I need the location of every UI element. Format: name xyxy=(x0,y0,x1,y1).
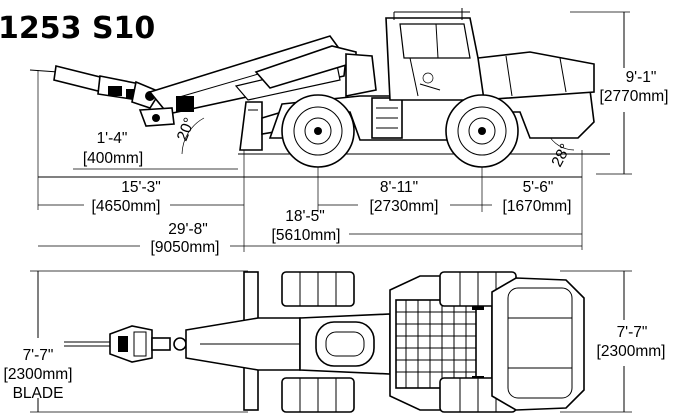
top-view: 7'-7" [2300mm] BLADE 7'-7" [2300mm] xyxy=(4,270,666,413)
boom-reach-ft: 1'-4" xyxy=(97,130,128,147)
machine-width-ft: 7'-7" xyxy=(617,324,648,341)
height-ft: 9'-1" xyxy=(626,69,657,86)
top-body xyxy=(389,275,493,411)
rear-overhang-ft: 5'-6" xyxy=(523,179,554,196)
machine-length-ft: 18'-5" xyxy=(285,208,324,225)
top-breaker-attachment xyxy=(64,325,187,363)
front-angle-arc xyxy=(181,117,205,155)
top-front-wheels xyxy=(281,271,355,413)
top-boom xyxy=(185,313,391,375)
machine-length-mm: [5610mm] xyxy=(272,227,341,244)
blade-width-mm: [2300mm] xyxy=(4,366,73,383)
wheelbase-ft: 8'-11" xyxy=(380,179,418,196)
side-front-wheel xyxy=(281,94,355,168)
blade-width-label: BLADE xyxy=(13,385,64,402)
rear-overhang-mm: [1670mm] xyxy=(503,198,572,215)
front-overhang-mm: [4650mm] xyxy=(92,198,161,215)
overall-length-ft: 29'-8" xyxy=(168,221,207,238)
side-breaker-attachment xyxy=(29,65,162,109)
blade-width-ft: 7'-7" xyxy=(23,347,54,364)
front-overhang-ft: 15'-3" xyxy=(121,179,160,196)
height-mm: [2770mm] xyxy=(600,88,669,105)
side-chassis xyxy=(268,8,595,141)
model-title: 1253 S10 xyxy=(0,11,155,46)
top-engine-hood xyxy=(491,277,585,411)
front-angle-label: 20° xyxy=(174,115,199,143)
overall-length-mm: [9050mm] xyxy=(151,239,220,256)
boom-reach-mm: [400mm] xyxy=(83,150,143,167)
side-boom xyxy=(138,35,377,127)
side-rear-wheel xyxy=(445,94,519,168)
rear-angle-label: 28° xyxy=(549,141,575,170)
wheelbase-mm: [2730mm] xyxy=(370,198,439,215)
machine-width-mm: [2300mm] xyxy=(597,343,666,360)
